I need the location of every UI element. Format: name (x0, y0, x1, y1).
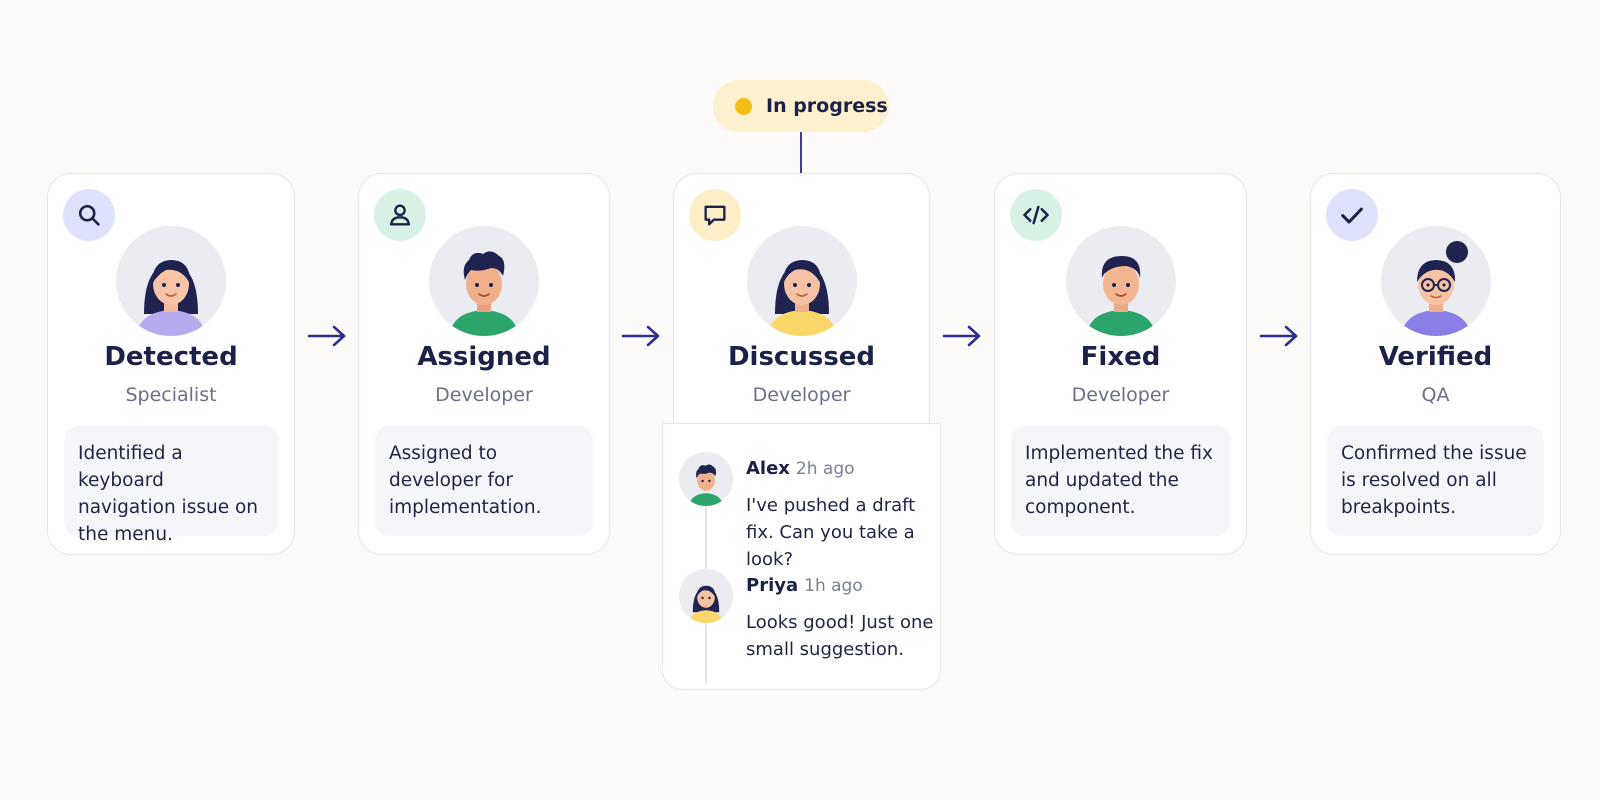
comment-text: Looks good! Just one small suggestion. (746, 612, 934, 660)
step-title: Detected (104, 342, 238, 372)
status-label: In progress (766, 95, 888, 117)
status-connector (800, 132, 802, 173)
avatar-priya (679, 569, 733, 623)
avatar-specialist (116, 226, 226, 336)
step-role: Developer (1071, 384, 1170, 406)
step-role: Specialist (125, 384, 217, 406)
comment-author: Priya (746, 575, 799, 596)
comment-author: Alex (746, 458, 790, 479)
check-icon (1326, 189, 1378, 241)
arrow-right-icon (1259, 325, 1298, 347)
comment-time: 2h ago (795, 459, 855, 479)
avatar-alex (679, 452, 733, 506)
step-title: Fixed (1080, 342, 1161, 372)
step-title: Assigned (417, 342, 551, 372)
step-description: Implemented the fix and updated the comp… (1011, 426, 1230, 536)
step-description: Assigned to developer for implementation… (375, 426, 593, 536)
status-badge: In progress (713, 80, 889, 132)
avatar-developer (429, 226, 539, 336)
step-role: Developer (752, 384, 851, 406)
step-card-verified[interactable]: Verified QA Confirmed the issue is resol… (1310, 173, 1561, 555)
comment-time: 1h ago (804, 576, 863, 596)
avatar-developer (1065, 226, 1176, 336)
chat-icon (689, 189, 741, 241)
step-card-fixed[interactable]: Fixed Developer Implemented the fix and … (994, 173, 1247, 555)
arrow-right-icon (621, 325, 660, 347)
step-title: Discussed (727, 342, 876, 372)
step-description: Identified a keyboard navigation issue o… (64, 426, 278, 545)
step-title: Verified (1378, 342, 1493, 372)
arrow-right-icon (942, 325, 981, 347)
step-role: QA (1421, 384, 1450, 406)
step-role: Developer (435, 384, 533, 406)
step-description: Confirmed the issue is resolved on all b… (1327, 426, 1544, 536)
status-dot-icon (735, 97, 752, 115)
user-icon (374, 189, 426, 241)
search-icon (63, 189, 115, 241)
avatar-developer (746, 226, 857, 336)
code-icon (1010, 189, 1062, 241)
avatar-qa (1380, 226, 1491, 336)
step-card-discussed[interactable]: Discussed Developer (673, 173, 930, 425)
step-card-detected[interactable]: Detected Specialist Identified a keyboar… (47, 173, 295, 555)
comment-text: I've pushed a draft fix. Can you take a … (746, 495, 916, 570)
arrow-right-icon (307, 325, 346, 347)
step-card-assigned[interactable]: Assigned Developer Assigned to developer… (358, 173, 610, 555)
